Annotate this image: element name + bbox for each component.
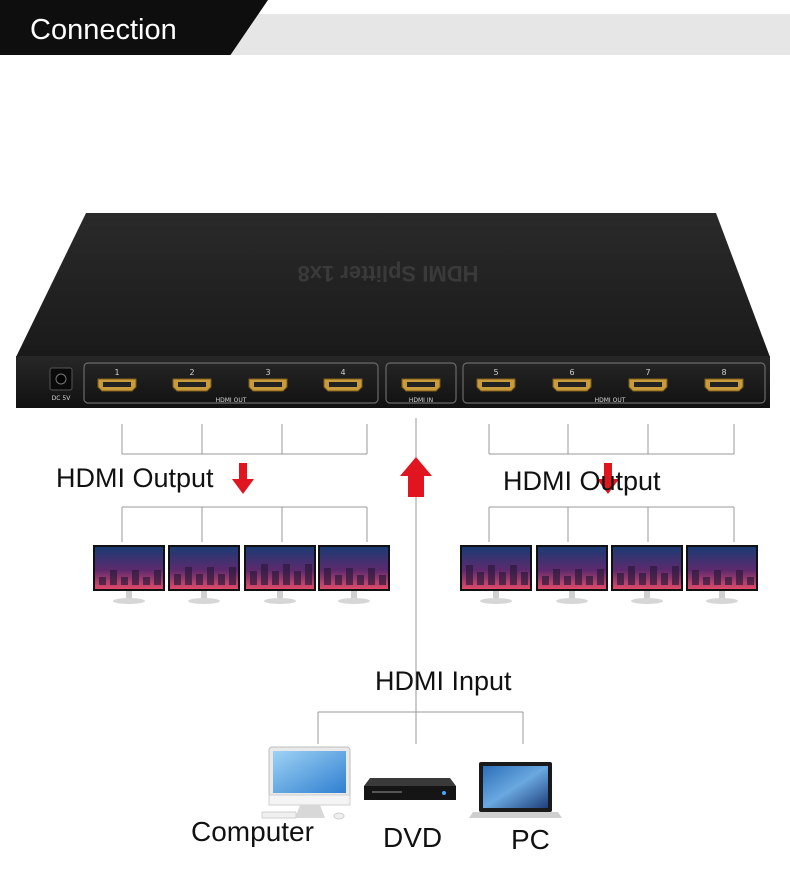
port-number-7: 7 [645, 368, 650, 377]
computer-label: Computer [191, 816, 314, 847]
dc-jack-hole [55, 373, 67, 385]
pc-label: PC [511, 824, 550, 855]
input-arrow [400, 457, 432, 497]
monitor-2 [168, 545, 240, 604]
monitor-6 [536, 545, 608, 604]
monitor-7 [611, 545, 683, 604]
output-arrow-left [232, 463, 254, 494]
output-arrow-right [597, 463, 619, 494]
hdmi-in-label: HDMI IN [409, 397, 433, 404]
computer-icon [261, 746, 351, 820]
hdmi-out-label-right: HDMI OUT [595, 397, 626, 404]
monitor-8 [686, 545, 758, 604]
hdmi-splitter-device: HDMI Splitter 1x8 DC 5V 1 2 3 4 5 6 7 8 HDMI OU… [16, 213, 770, 408]
port-number-8: 8 [721, 368, 726, 377]
monitor-4 [318, 545, 390, 604]
output-group-right-frame [462, 362, 766, 404]
monitor-5 [460, 545, 532, 604]
port-number-1: 1 [114, 368, 119, 377]
hdmi-output-label-right: HDMI Output [503, 466, 661, 496]
port-number-2: 2 [189, 368, 194, 377]
monitor-3 [244, 545, 316, 604]
port-number-3: 3 [265, 368, 270, 377]
hdmi-ports: 1 2 3 4 5 6 7 8 [97, 368, 744, 392]
monitor-group [93, 545, 758, 604]
port-number-6: 6 [569, 368, 574, 377]
output-group-left-frame [83, 362, 379, 404]
right-output-lines [488, 424, 735, 542]
laptop-pc-icon [469, 762, 562, 818]
page-title: Connection [30, 14, 177, 46]
input-port-frame [385, 362, 457, 404]
dvd-label: DVD [383, 822, 443, 853]
dvd-player-icon [364, 778, 456, 800]
hdmi-input-label: HDMI Input [375, 666, 512, 696]
left-output-lines [121, 424, 368, 542]
port-number-4: 4 [340, 368, 345, 377]
hdmi-out-label-left: HDMI OUT [216, 397, 247, 404]
port-number-5: 5 [493, 368, 498, 377]
device-top-print: HDMI Splitter 1x8 [298, 261, 479, 286]
header-banner-tag [0, 0, 268, 55]
hdmi-output-label-left: HDMI Output [56, 463, 214, 493]
device-top-surface [16, 213, 770, 357]
dc-label: DC 5V [52, 395, 72, 402]
monitor-1 [93, 545, 165, 604]
